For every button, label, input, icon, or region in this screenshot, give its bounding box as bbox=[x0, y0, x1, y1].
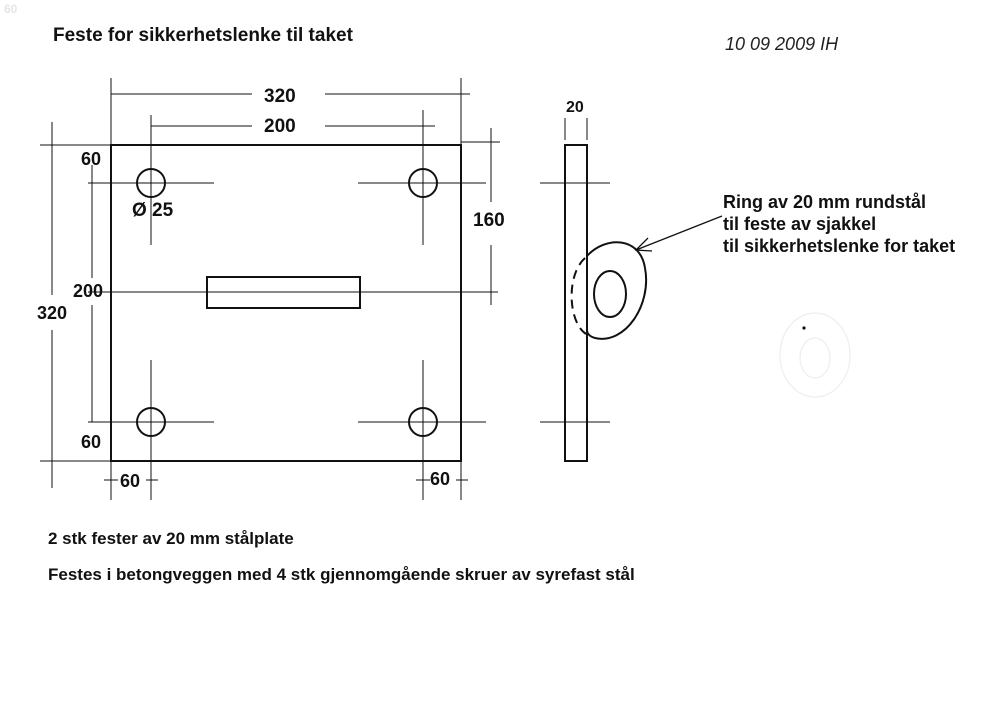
faint-remnants bbox=[779, 312, 851, 398]
dim-bottom-left: 60 bbox=[81, 432, 102, 452]
bottom-dimension-lines bbox=[104, 461, 468, 500]
dim-right-height: 160 bbox=[473, 210, 505, 231]
callout-line-1: Ring av 20 mm rundstål bbox=[723, 192, 927, 212]
note-line-1: 2 stk fester av 20 mm stålplate bbox=[48, 529, 294, 548]
plate-outline bbox=[110, 144, 462, 462]
dim-left-outer: 320 bbox=[37, 303, 68, 323]
ring-hidden bbox=[570, 257, 587, 335]
right-dimension-lines bbox=[461, 128, 500, 305]
dim-top-left: 60 bbox=[81, 149, 102, 169]
ring-inner bbox=[593, 270, 627, 318]
note-line-2: Festes i betongveggen med 4 stk gjennomg… bbox=[48, 565, 635, 584]
page-title: Feste for sikkerhetslenke til taket bbox=[53, 25, 353, 46]
callout-line-2: til feste av sjakkel bbox=[723, 214, 877, 234]
dim-top-outer: 320 bbox=[264, 86, 296, 107]
top-dimension-lines bbox=[110, 78, 470, 145]
drawing-date: 10 09 2009 IH bbox=[725, 34, 839, 54]
dim-bottom-corner-right: 60 bbox=[430, 469, 451, 489]
left-dimension-lines bbox=[40, 122, 111, 488]
ring-outer bbox=[586, 241, 648, 340]
dim-bottom-corner-left: 60 bbox=[120, 471, 141, 491]
dim-hole-diameter: Ø 25 bbox=[132, 200, 174, 221]
dim-side-thickness: 20 bbox=[566, 99, 584, 116]
side-centerlines bbox=[540, 118, 610, 423]
leader-arrowhead bbox=[634, 237, 653, 252]
side-plate bbox=[564, 144, 588, 462]
leader-line bbox=[635, 215, 723, 251]
corner-mark: 60 bbox=[4, 2, 18, 16]
dim-top-inner: 200 bbox=[264, 116, 296, 137]
speck bbox=[802, 326, 806, 330]
callout-line-3: til sikkerhetslenke for taket bbox=[723, 236, 956, 256]
dim-left-inner: 200 bbox=[73, 281, 104, 301]
